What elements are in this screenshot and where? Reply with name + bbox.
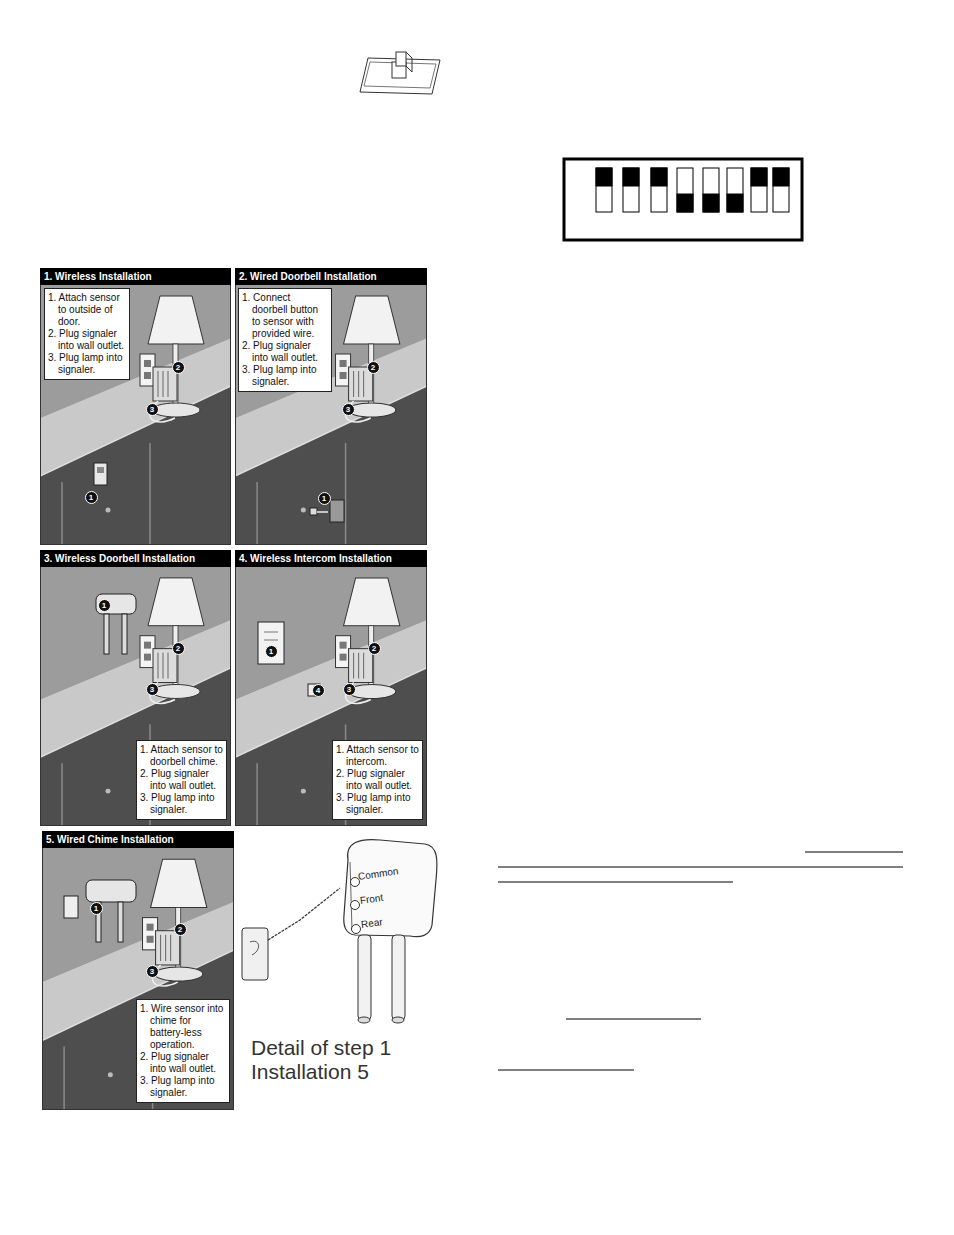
instruction-step: 1. Attach sensor to doorbell chime. [140,744,223,768]
callout-number: 1 [265,645,278,658]
callout-number: 2 [368,642,381,655]
callout-number: 4 [312,684,325,697]
callout-text: 3 [147,966,158,977]
callout-number: 1 [85,491,98,504]
callout-number: 2 [367,361,380,374]
callout-text: 1 [86,492,97,503]
callout-number: 3 [146,965,159,978]
callout-number: 1 [90,902,103,915]
instruction-step: 1. Attach sensor to outside of door. [48,292,126,328]
callout-text: 4 [313,685,324,696]
instruction-step: 3. Plug lamp into signaler. [140,1075,226,1099]
instruction-box: 1. Wire sensor into chime for battery-le… [136,999,230,1103]
callout-number: 3 [342,403,355,416]
instruction-step: 3. Plug lamp into signaler. [242,364,328,388]
instruction-step: 1. Wire sensor into chime for battery-le… [140,1003,226,1051]
instruction-box: 1. Attach sensor to outside of door.2. P… [44,288,130,380]
panel-title: 5. Wired Chime Installation [42,831,234,848]
installation-panel: 2. Wired Doorbell Installation 1. Connect… [235,268,427,545]
panel-title: 1. Wireless Installation [40,268,231,285]
panel-title: 3. Wireless Doorbell Installation [40,550,231,567]
instruction-step: 3. Plug lamp into signaler. [48,352,126,376]
instruction-step: 3. Plug lamp into signaler. [140,792,223,816]
callout-text: 1 [99,600,110,611]
instruction-step: 3. Plug lamp into signaler. [336,792,419,816]
callout-text: 2 [368,362,379,373]
callout-text: 2 [173,643,184,654]
callout-text: 3 [344,684,355,695]
callout-number: 2 [174,923,187,936]
instruction-step: 1. Attach sensor to intercom. [336,744,419,768]
callout-number: 1 [98,599,111,612]
callout-text: 3 [343,404,354,415]
detail-caption: Detail of step 1 Installation 5 [251,1036,421,1084]
panel-title: 2. Wired Doorbell Installation [235,268,427,285]
callout-text: 2 [175,924,186,935]
callout-number: 3 [343,683,356,696]
installation-panel: 5. Wired Chime Installation 1 2 3 1. Wire se… [42,831,234,1110]
callout-text: 2 [173,362,184,373]
callout-text: 3 [147,404,158,415]
callout-text: 1 [319,493,330,504]
terminal-label: Front [359,892,384,906]
instruction-step: 2. Plug signaler into wall outlet. [140,768,223,792]
callout-number: 3 [146,403,159,416]
terminal-label: Common [357,865,399,882]
detail-panel: Detail of step 1 Installation 5 CommonFro… [234,831,437,1110]
callout-text: 3 [147,684,158,695]
callout-text: 1 [91,903,102,914]
instruction-step: 2. Plug signaler into wall outlet. [336,768,419,792]
callout-number: 3 [146,683,159,696]
terminal-label: Rear [360,916,383,930]
instruction-box: 1. Connect doorbell button to sensor wit… [238,288,332,392]
callout-number: 2 [172,642,185,655]
installation-panel: 4. Wireless Intercom Installation 1 2 4 3 1. … [235,550,427,826]
callout-text: 1 [266,646,277,657]
instruction-step: 1. Connect doorbell button to sensor wit… [242,292,328,340]
instruction-step: 2. Plug signaler into wall outlet. [242,340,328,364]
panel-title: 4. Wireless Intercom Installation [235,550,427,567]
instruction-step: 2. Plug signaler into wall outlet. [140,1051,226,1075]
callout-number: 1 [318,492,331,505]
installation-panel: 3. Wireless Doorbell Installation 1 2 3 1. A… [40,550,231,826]
instruction-step: 2. Plug signaler into wall outlet. [48,328,126,352]
instruction-box: 1. Attach sensor to doorbell chime.2. Pl… [136,740,227,820]
callout-text: 2 [369,643,380,654]
callout-number: 2 [172,361,185,374]
installation-panel: 1. Wireless Installation 1. Attach sensor… [40,268,231,545]
instruction-box: 1. Attach sensor to intercom.2. Plug sig… [332,740,423,820]
